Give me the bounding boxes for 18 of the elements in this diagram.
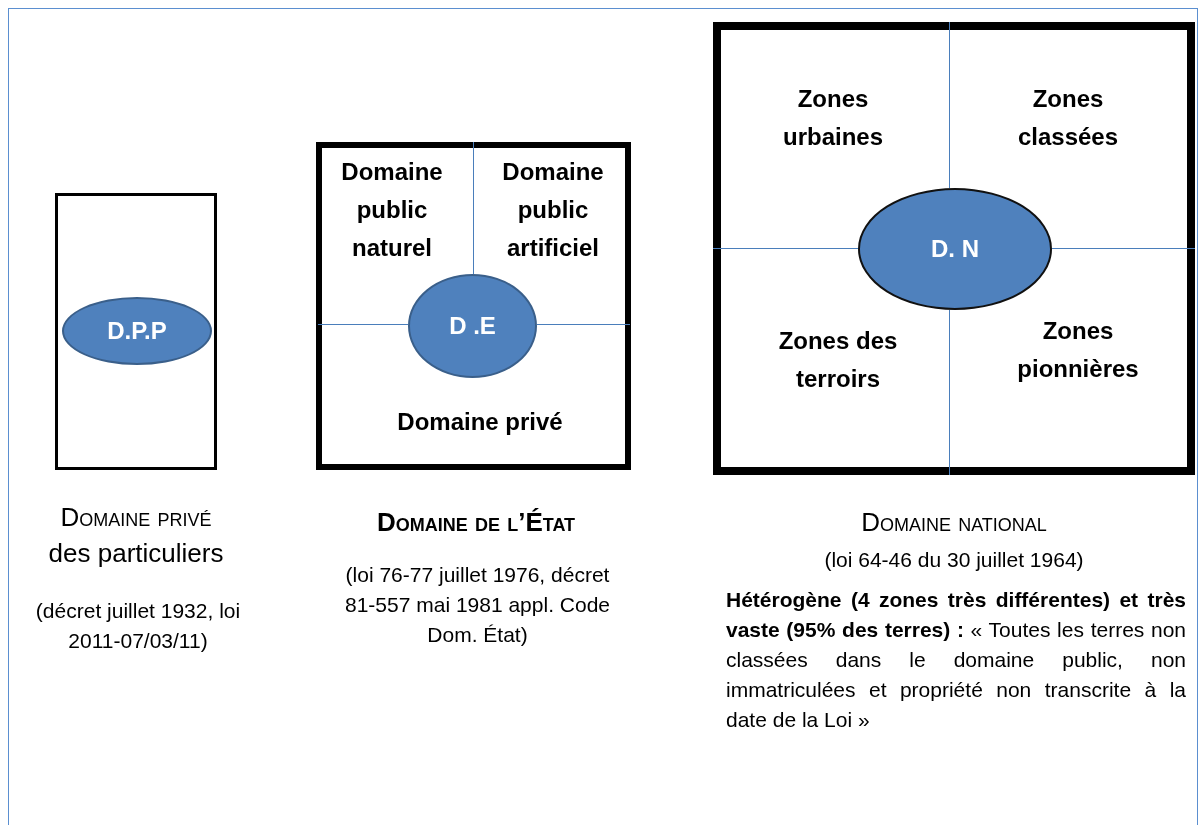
ellipse-node: D .E xyxy=(408,274,537,378)
description-text: Hétérogène (4 zones très différentes) et très vaste (95% des terres) : « Toutes les terres non classées dans le domaine public, non immatriculées et propriété non transcrite à la date de la Loi » xyxy=(726,587,1186,733)
box-subtitle: des particuliers xyxy=(47,537,225,570)
region-label: Zones pionnières xyxy=(993,310,1163,390)
region-label: Zones classées xyxy=(993,78,1143,158)
region-label: Zones des terroirs xyxy=(758,320,918,400)
ellipse-node: D. N xyxy=(858,188,1052,310)
box-title: Domaine privé xyxy=(59,501,213,534)
legal-note: (loi 64-46 du 30 juillet 1964) xyxy=(823,547,1085,573)
region-label: Domaine public artificiel xyxy=(482,150,624,270)
box-title: Domaine de l’État xyxy=(375,506,577,539)
ellipse-node: D.P.P xyxy=(62,297,212,365)
region-label: Domaine public naturel xyxy=(322,150,462,270)
region-label: Zones urbaines xyxy=(758,78,908,158)
box-title: Domaine national xyxy=(860,506,1048,539)
legal-note: (loi 76-77 juillet 1976, décret 81-557 mai 1981 appl. Code Dom. État) xyxy=(344,562,611,648)
legal-note: (décret juillet 1932, loi 2011-07/03/11) xyxy=(34,598,242,654)
region-label: Domaine privé xyxy=(340,400,620,444)
